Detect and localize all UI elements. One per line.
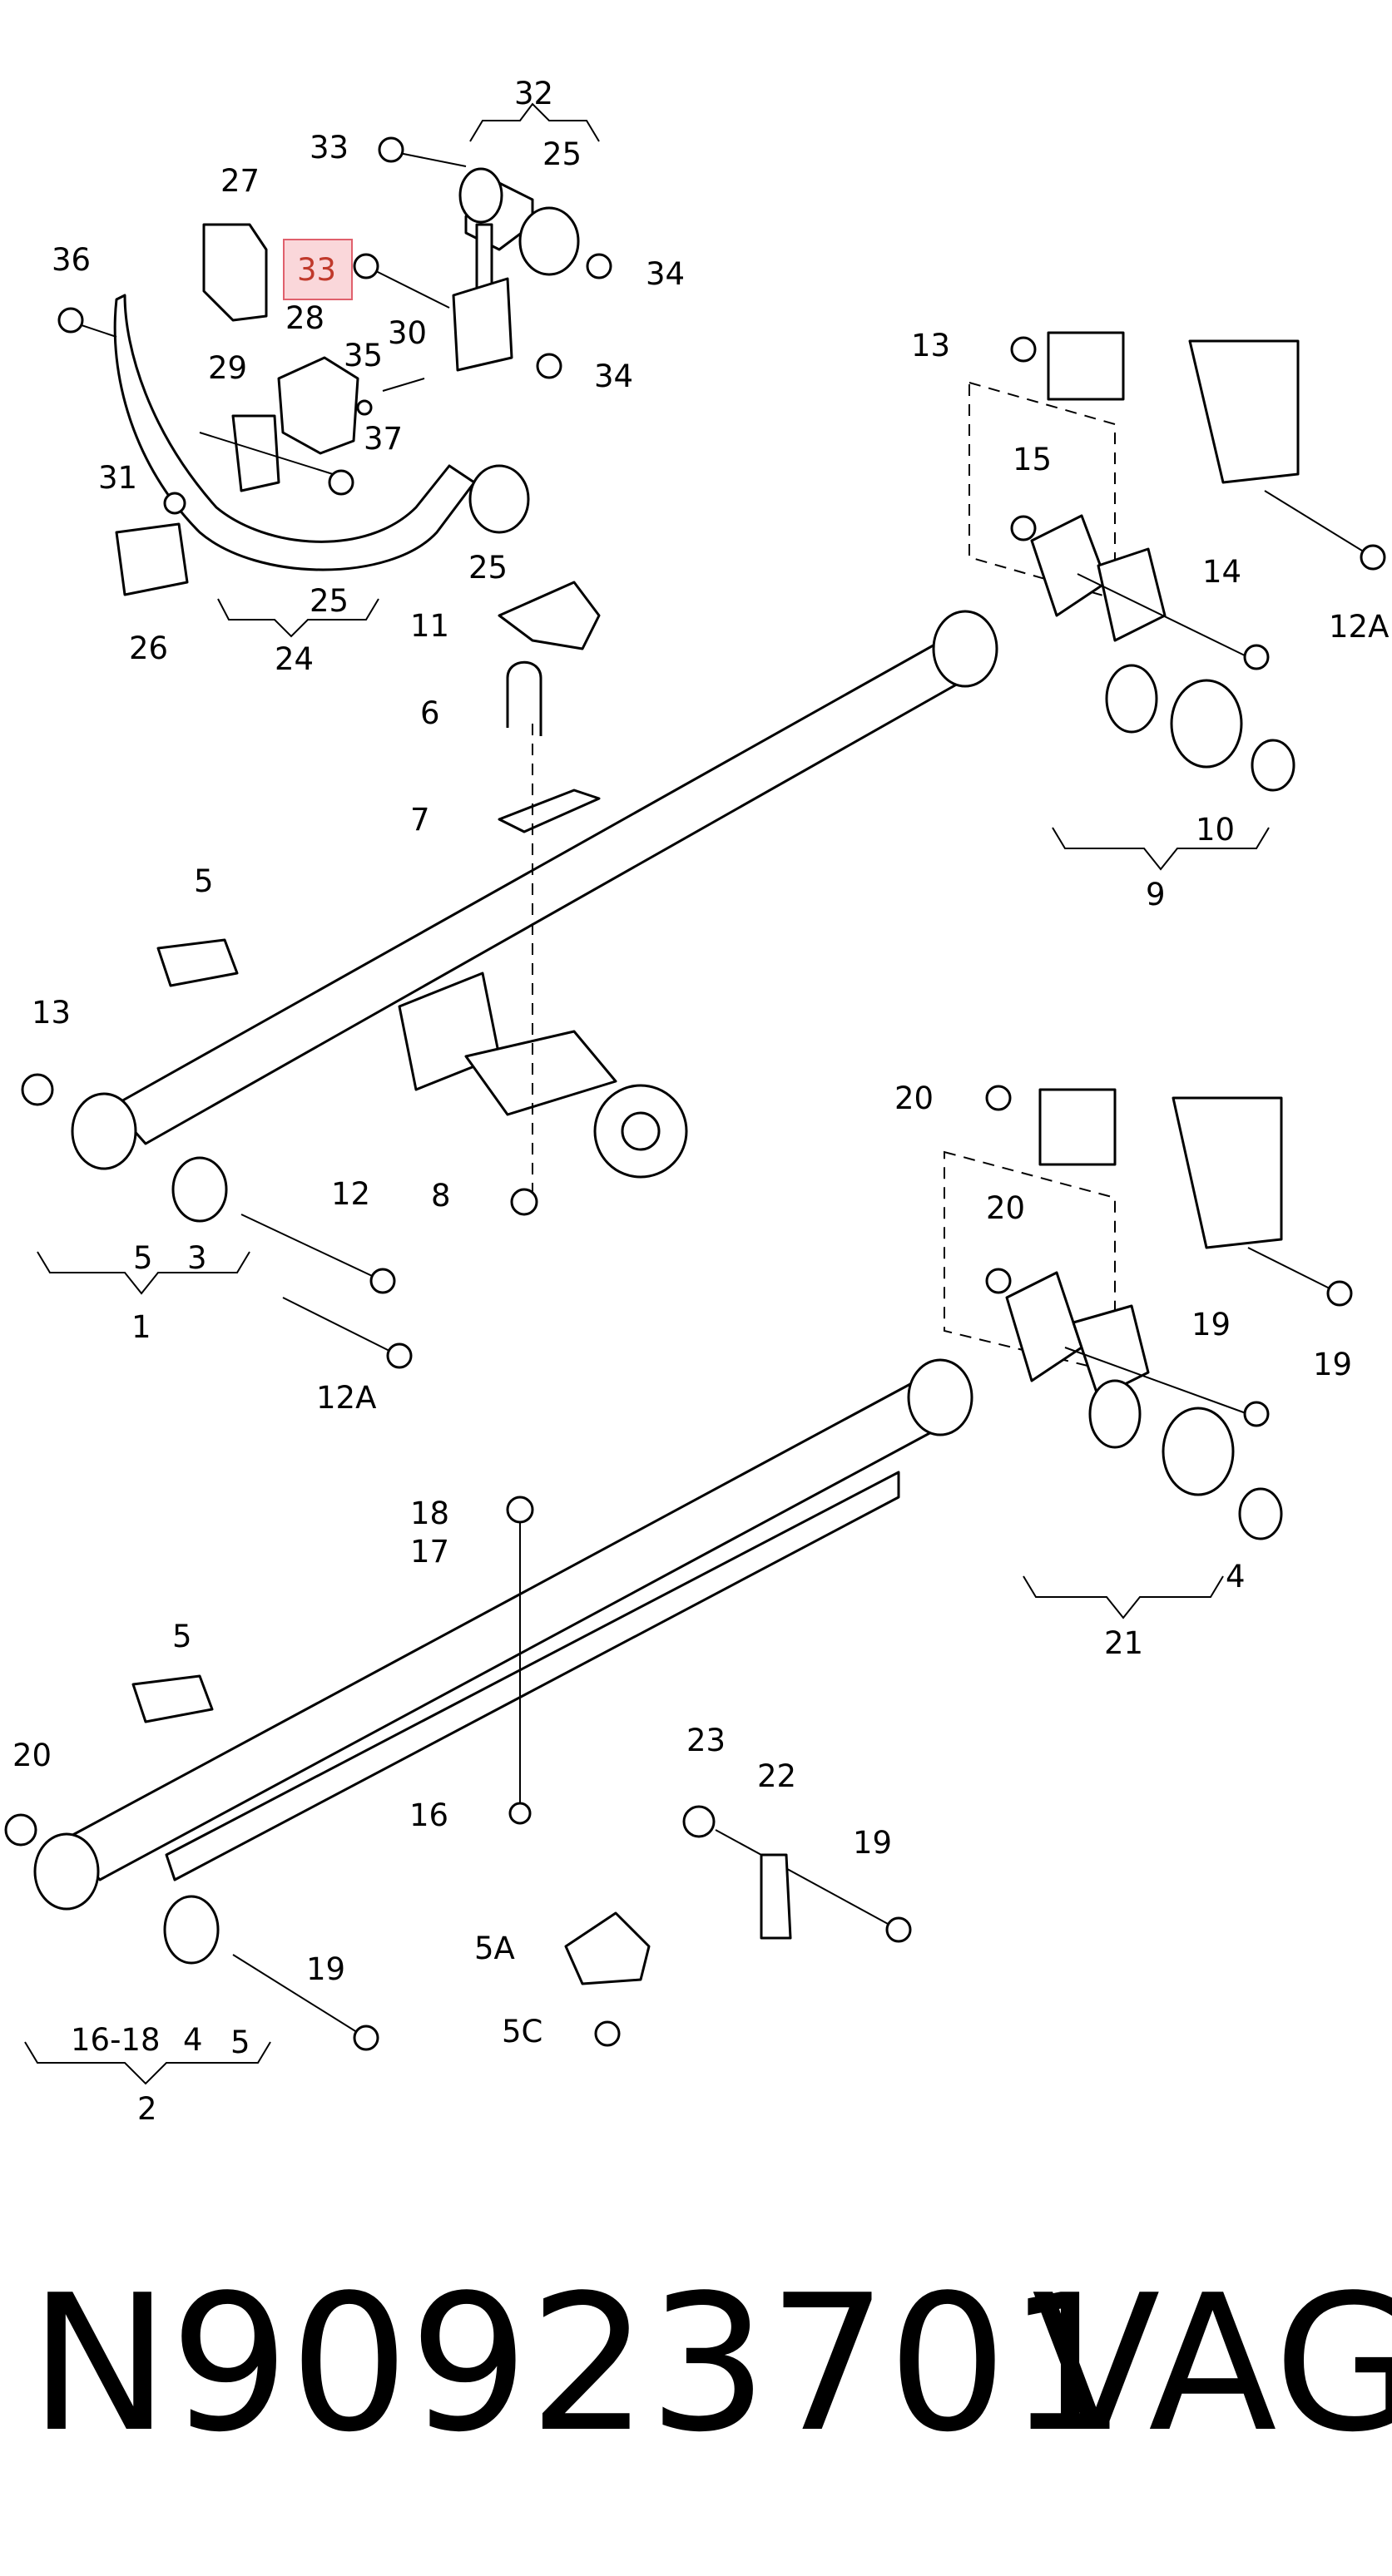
callout-25-bushing: 25 [468,550,508,586]
callout-6: 6 [420,695,440,731]
callout-19-lower-left: 19 [306,1951,345,1987]
callout-33-highlighted: 33 [297,252,336,288]
callout-9: 9 [1146,877,1166,912]
callout-25-upper: 25 [542,136,582,172]
brand-name: VAG [1032,2255,1392,2474]
callout-19-right: 19 [1313,1347,1352,1382]
callout-19-lower-right: 19 [853,1825,892,1861]
callout-34-middle: 34 [594,358,633,394]
callout-32: 32 [514,76,553,111]
highlight-box [283,239,353,300]
callout-36: 36 [52,242,91,278]
callout-16-18: 16-18 [71,2022,161,2058]
callout-25-group: 25 [310,583,349,619]
stabilizer-group [57,136,612,650]
lower-shackle-group [944,1085,1353,1540]
part-number: N90923701 [29,2255,1127,2474]
callout-5-lower: 5 [172,1619,192,1654]
callout-17: 17 [410,1534,449,1570]
callout-5-group2: 5 [230,2025,250,2060]
callout-33-upper: 33 [310,130,349,166]
callout-4-lower: 4 [183,2022,203,2058]
callout-14: 14 [1202,554,1241,590]
callout-22: 22 [757,1758,796,1794]
callout-31: 31 [98,460,137,496]
callout-4-shackle: 4 [1226,1559,1246,1595]
callout-labels: 32 33 25 34 27 36 33 28 35 30 34 29 37 3… [12,76,1389,2127]
callout-20-middle: 20 [986,1190,1025,1226]
callout-37: 37 [364,421,403,457]
callout-12A-lower: 12A [316,1380,376,1416]
callout-35: 35 [344,338,383,373]
callout-16: 16 [409,1797,448,1833]
callout-3: 3 [187,1240,207,1276]
callout-20-left: 20 [12,1738,52,1773]
upper-shackle-group [968,331,1386,792]
callout-20-upper: 20 [894,1080,934,1116]
callout-19-shackle: 19 [1191,1307,1231,1342]
callout-5-upper: 5 [194,863,214,899]
callout-34-upper: 34 [646,256,685,292]
callout-5-group1: 5 [133,1240,153,1276]
callout-18: 18 [410,1496,449,1531]
callout-8: 8 [431,1178,451,1214]
callout-24: 24 [275,641,314,677]
callout-13-left: 13 [32,995,71,1031]
upper-leaf-spring [21,610,998,1369]
lower-leaf-spring [4,1358,973,2051]
callout-2: 2 [137,2091,157,2127]
callout-27: 27 [220,163,260,199]
callout-29: 29 [208,350,247,386]
callout-21: 21 [1104,1625,1143,1661]
group-brackets [24,102,1270,2085]
callout-1: 1 [131,1309,151,1345]
callout-12A-upper-right: 12A [1329,609,1389,645]
callout-7: 7 [410,802,430,838]
callout-5A: 5A [474,1931,515,1966]
callout-5C: 5C [502,2014,542,2049]
callout-13-upper-right: 13 [911,328,950,363]
callout-30: 30 [388,315,427,351]
callout-15: 15 [1013,442,1052,477]
callout-10: 10 [1196,812,1235,848]
callout-28: 28 [285,300,324,336]
callout-23: 23 [686,1723,726,1758]
callout-11: 11 [410,608,449,644]
callout-26: 26 [129,630,168,666]
callout-12: 12 [331,1176,370,1212]
